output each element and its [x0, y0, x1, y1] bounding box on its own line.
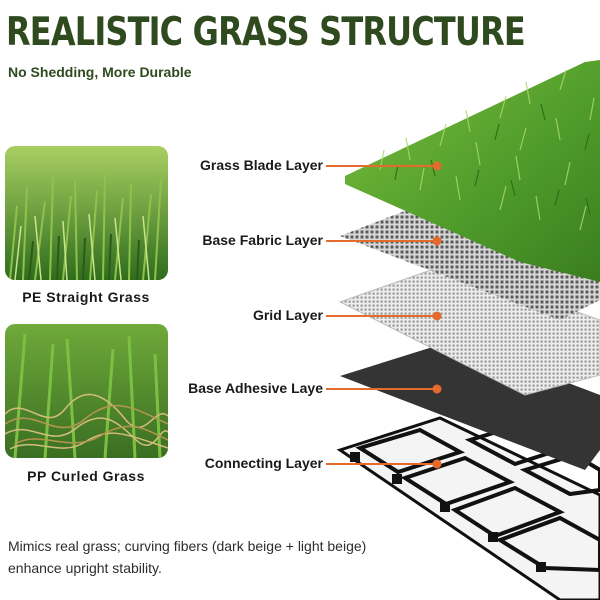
caption-line-2: enhance upright stability.: [8, 560, 162, 576]
leader-dot-grid: [432, 311, 442, 321]
curled-grass-photo: [5, 324, 168, 458]
leader-dot-connecting: [432, 459, 442, 469]
grass-blade-layer: [345, 60, 600, 282]
leader-dot-grass-blade: [432, 161, 442, 171]
layer-label-grid: Grid Layer: [252, 307, 323, 323]
layer-label-connecting: Connecting Layer: [204, 455, 323, 471]
pe-straight-grass-label: PE Straight Grass: [22, 289, 150, 305]
pp-curled-grass-label: PP Curled Grass: [27, 468, 145, 484]
straight-grass-photo: [5, 146, 168, 280]
caption-line-1: Mimics real grass; curving fibers (dark …: [8, 538, 367, 554]
page-title: REALISTIC GRASS STRUCTURE: [6, 10, 526, 55]
description-caption: Mimics real grass; curving fibers (dark …: [8, 535, 448, 579]
page-subtitle: No Shedding, More Durable: [8, 64, 192, 80]
leader-dot-base-fabric: [432, 236, 442, 246]
layer-label-grass-blade: Grass Blade Layer: [200, 157, 323, 173]
layer-label-base-fabric: Base Fabric Layer: [202, 232, 323, 248]
leader-dot-base-adhesive: [432, 384, 442, 394]
layer-label-base-adhesive: Base Adhesive Laye: [188, 380, 323, 396]
